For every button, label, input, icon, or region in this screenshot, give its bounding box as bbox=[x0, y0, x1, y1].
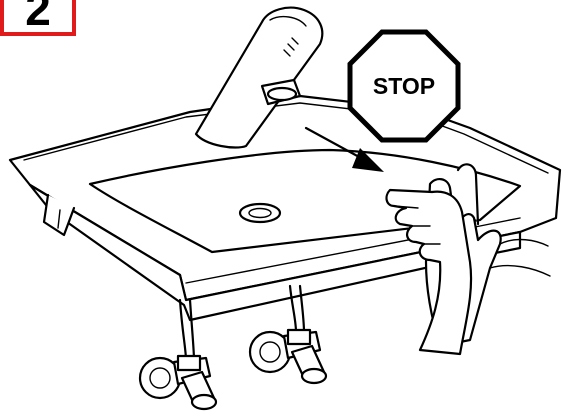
stop-sign-text: STOP bbox=[373, 73, 435, 99]
stop-sign-icon: STOP bbox=[350, 32, 458, 140]
